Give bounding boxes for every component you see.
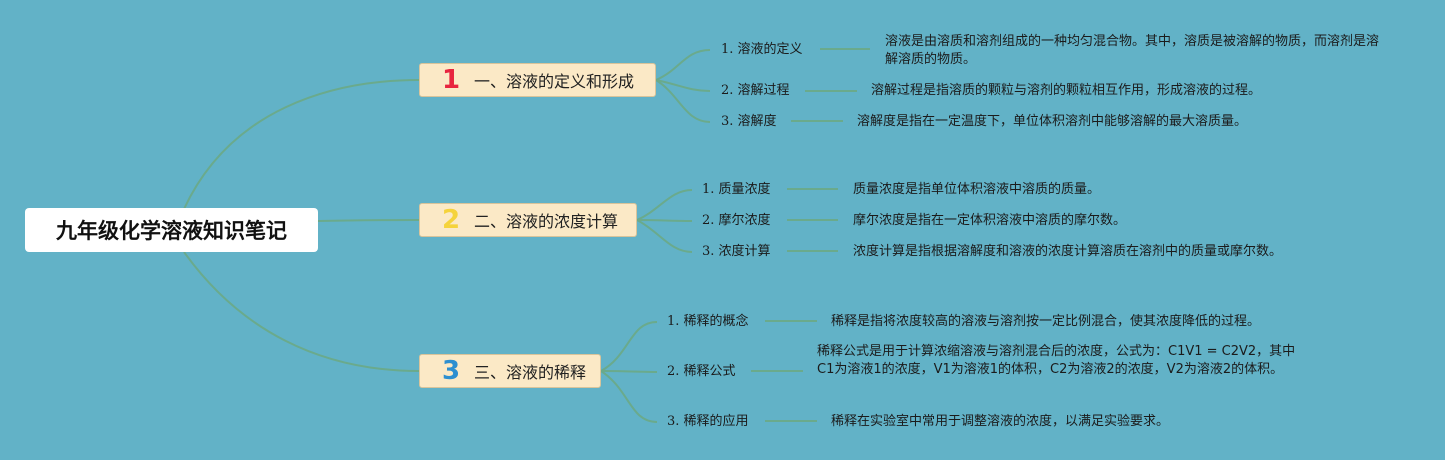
- connector-topic3-sub: [600, 370, 658, 373]
- subtopic-description: 摩尔浓度是指在一定体积溶液中溶质的摩尔数。: [853, 213, 1127, 228]
- connector-topic2-sub: [636, 189, 693, 221]
- subtopic-label[interactable]: 2. 摩尔浓度: [702, 213, 771, 228]
- connector-root-topic1: [183, 79, 420, 210]
- topic-number-3: 3: [441, 356, 461, 386]
- subtopic-label[interactable]: 1. 溶液的定义: [721, 42, 803, 57]
- connector-topic2-sub: [636, 219, 693, 253]
- topic-title-2: 二、溶液的浓度计算: [474, 212, 619, 231]
- subtopic-description: 稀释在实验室中常用于调整溶液的浓度，以满足实验要求。: [831, 414, 1170, 429]
- subtopic-description: 溶解过程是指溶质的颗粒与溶剂的颗粒相互作用，形成溶液的过程。: [871, 83, 1262, 98]
- connector-topic1-sub: [655, 49, 711, 81]
- subtopic-label[interactable]: 3. 稀释的应用: [667, 414, 749, 429]
- subtopic-description: 稀释是指将浓度较高的溶液与溶剂按一定比例混合，使其浓度降低的过程。: [831, 314, 1261, 329]
- connector-topic1-sub: [655, 79, 711, 92]
- topic-title-1: 一、溶液的定义和形成: [474, 72, 635, 91]
- subtopic-description: 浓度计算是指根据溶解度和溶液的浓度计算溶质在溶剂中的质量或摩尔数。: [853, 244, 1283, 259]
- subtopic-label[interactable]: 3. 溶解度: [721, 114, 777, 129]
- subtopic-label[interactable]: 2. 溶解过程: [721, 83, 790, 98]
- topic-node-2[interactable]: 2 二、溶液的浓度计算: [419, 203, 637, 237]
- topic-node-3[interactable]: 3 三、溶液的稀释: [419, 354, 601, 388]
- subtopic-label[interactable]: 1. 稀释的概念: [667, 314, 749, 329]
- connector-topic2-sub: [636, 219, 693, 222]
- topic-number-2: 2: [441, 205, 461, 235]
- connector-topic1-sub: [655, 79, 711, 123]
- connector-topic3-sub: [600, 321, 658, 372]
- topic-node-1[interactable]: 1 一、溶液的定义和形成: [419, 63, 656, 97]
- subtopic-label[interactable]: 3. 浓度计算: [702, 244, 771, 259]
- topic-title-3: 三、溶液的稀释: [474, 363, 587, 382]
- root-node[interactable]: 九年级化学溶液知识笔记: [25, 208, 318, 252]
- subtopic-label[interactable]: 1. 质量浓度: [702, 182, 771, 197]
- connector-topic3-sub: [600, 370, 658, 423]
- root-title: 九年级化学溶液知识笔记: [56, 219, 287, 243]
- subtopic-label[interactable]: 2. 稀释公式: [667, 364, 736, 379]
- subtopic-description: 溶解度是指在一定温度下，单位体积溶剂中能够溶解的最大溶质量。: [857, 114, 1248, 129]
- topic-number-1: 1: [441, 65, 461, 95]
- connector-root-topic3: [183, 251, 420, 372]
- subtopic-description: 质量浓度是指单位体积溶液中溶质的质量。: [853, 182, 1101, 197]
- subtopic-description: 稀释公式是用于计算浓缩溶液与溶剂混合后的浓度，公式为：C1V1 = C2V2，其…: [817, 344, 1296, 377]
- subtopic-description: 溶液是由溶质和溶剂组成的一种均匀混合物。其中，溶质是被溶解的物质，而溶剂是溶解溶…: [885, 34, 1380, 67]
- connector-root-topic2: [317, 219, 420, 222]
